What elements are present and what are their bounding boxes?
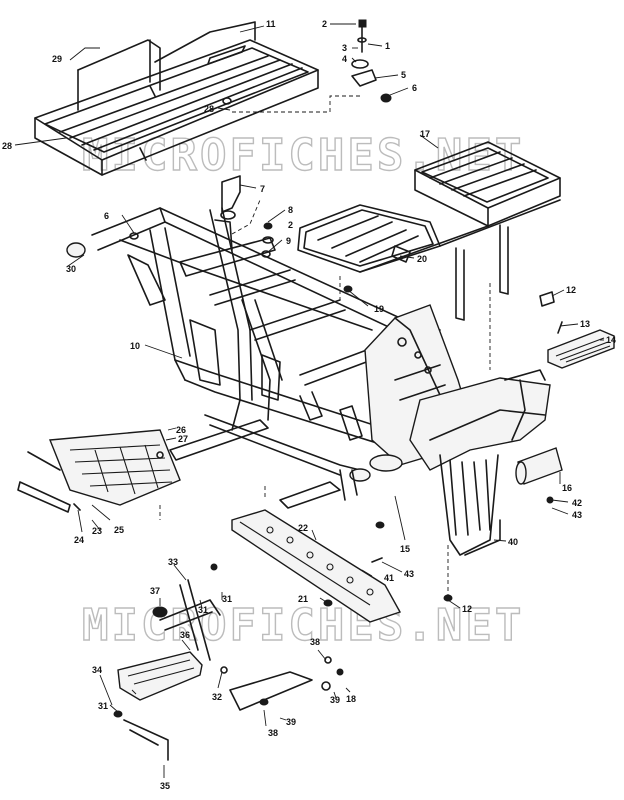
callout-28b: 28 xyxy=(2,141,12,151)
rear-footrest xyxy=(17,429,181,513)
callout-35: 35 xyxy=(160,781,170,791)
callout-24: 24 xyxy=(74,535,84,545)
front-cylinder xyxy=(515,447,563,485)
callout-31c: 31 xyxy=(98,701,108,711)
pivot-bosses xyxy=(339,454,403,529)
callout-19: 19 xyxy=(374,304,384,314)
callout-15: 15 xyxy=(400,544,410,554)
callout-2b: 2 xyxy=(288,220,293,230)
callout-40: 40 xyxy=(508,537,518,547)
callout-34: 34 xyxy=(92,665,102,675)
callout-29: 29 xyxy=(52,54,62,64)
callout-3: 3 xyxy=(342,43,347,53)
hardware xyxy=(73,19,563,718)
callout-16: 16 xyxy=(562,483,572,493)
front-rack xyxy=(297,141,561,321)
assembly-lines xyxy=(159,95,491,595)
callout-4: 4 xyxy=(342,54,347,64)
callout-23: 23 xyxy=(92,526,102,536)
callout-18: 18 xyxy=(346,694,356,704)
callout-10: 10 xyxy=(130,341,140,351)
callout-6b: 6 xyxy=(104,211,109,221)
callout-12b: 12 xyxy=(462,604,472,614)
callout-labels: 1 2 3 4 5 6 7 8 2 9 10 11 12 13 14 15 16… xyxy=(2,19,616,791)
callout-31a: 31 xyxy=(198,605,208,615)
callout-42: 42 xyxy=(572,498,582,508)
skid-plate xyxy=(231,509,402,623)
callout-22: 22 xyxy=(298,523,308,533)
callout-2: 2 xyxy=(322,19,327,29)
callout-33: 33 xyxy=(168,557,178,567)
rear-rack xyxy=(34,21,319,176)
callout-8: 8 xyxy=(288,205,293,215)
callout-17: 17 xyxy=(420,129,430,139)
front-bumper xyxy=(409,369,551,556)
callout-9: 9 xyxy=(286,236,291,246)
front-footrest xyxy=(547,329,615,369)
callout-7: 7 xyxy=(260,184,265,194)
callout-14: 14 xyxy=(606,335,616,345)
callout-37: 37 xyxy=(150,586,160,596)
callout-13: 13 xyxy=(580,319,590,329)
leader-lines xyxy=(14,23,604,778)
callout-32: 32 xyxy=(212,692,222,702)
callout-36: 36 xyxy=(180,630,190,640)
callout-30: 30 xyxy=(66,264,76,274)
callout-12: 12 xyxy=(566,285,576,295)
callout-11: 11 xyxy=(266,19,276,29)
callout-43b: 43 xyxy=(404,569,414,579)
callout-28a: 28 xyxy=(204,104,214,114)
callout-38a: 38 xyxy=(310,637,320,647)
callout-31b: 31 xyxy=(222,594,232,604)
callout-43a: 43 xyxy=(572,510,582,520)
callout-41: 41 xyxy=(384,573,394,583)
footpeg-assembly xyxy=(117,579,313,761)
callout-5: 5 xyxy=(401,70,406,80)
callout-6: 6 xyxy=(412,83,417,93)
callout-25: 25 xyxy=(114,525,124,535)
callout-20: 20 xyxy=(417,254,427,264)
callout-39a: 39 xyxy=(330,695,340,705)
callout-38b: 38 xyxy=(268,728,278,738)
callout-27: 27 xyxy=(178,434,188,444)
watermark-lower: MICROFICHES.NET xyxy=(82,600,524,651)
callout-21: 21 xyxy=(298,594,308,604)
callout-39b: 39 xyxy=(286,717,296,727)
callout-26: 26 xyxy=(176,425,186,435)
callout-1: 1 xyxy=(385,41,390,51)
